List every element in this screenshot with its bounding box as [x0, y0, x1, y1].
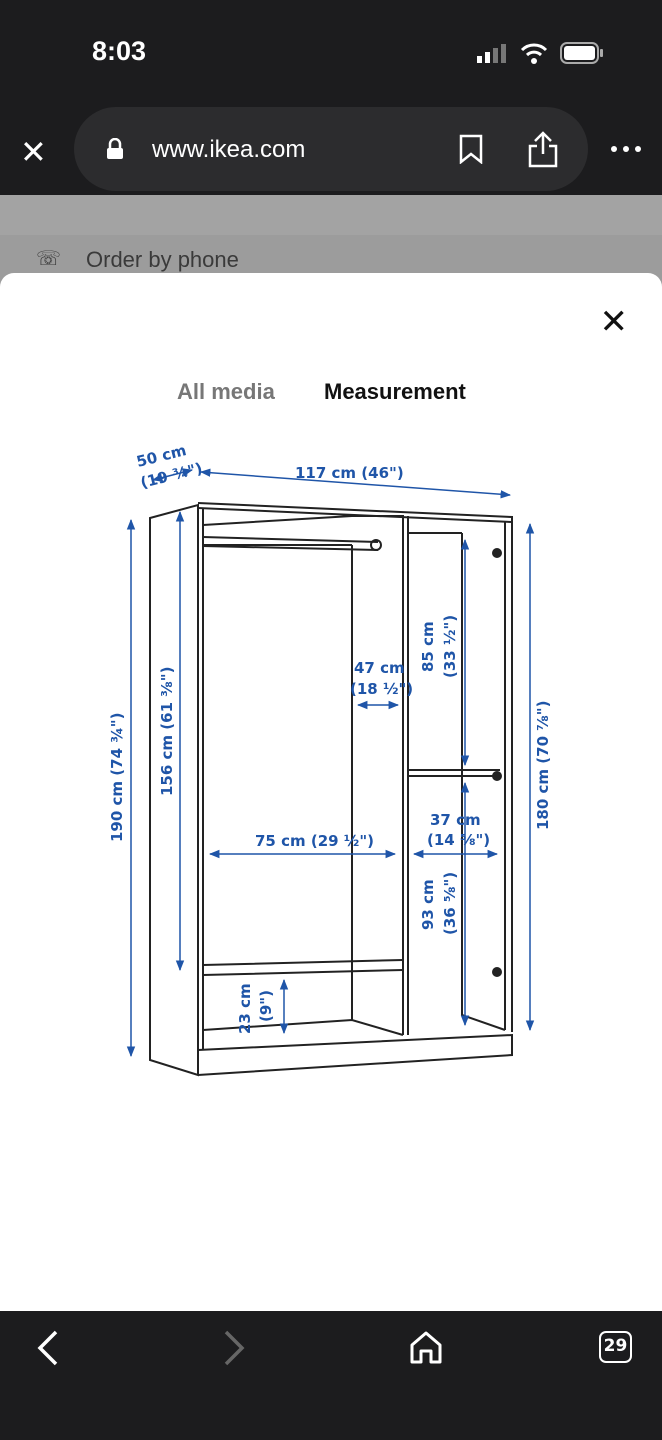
url-text[interactable]: www.ikea.com — [152, 136, 306, 163]
tab-measurement[interactable]: Measurement — [324, 379, 466, 404]
back-icon[interactable] — [34, 1329, 60, 1367]
browser-bottom-bar — [0, 1311, 662, 1440]
wardrobe-measurement-diagram: 50 cm (19 ¾") 117 cm (46") 190 cm (74 ¾"… — [108, 441, 552, 1077]
wardrobe-drawing — [149, 502, 513, 1077]
forward-icon[interactable] — [222, 1329, 248, 1367]
address-bar[interactable] — [74, 107, 588, 191]
bottom-height-in: (9") — [257, 990, 275, 1022]
media-modal — [0, 273, 662, 1311]
order-by-phone-link: Order by phone — [86, 247, 239, 272]
signal-icon — [477, 44, 506, 63]
lower-right-cm: 93 cm — [419, 879, 437, 930]
close-modal-icon[interactable]: ✕ — [599, 302, 629, 342]
upper-right-in: (33 ½") — [441, 615, 459, 678]
dimension-lines — [126, 468, 535, 1058]
left-width-label: 75 cm (29 ½") — [255, 832, 374, 850]
upper-right-cm: 85 cm — [419, 621, 437, 672]
bottom-height-cm: 23 cm — [236, 983, 254, 1034]
tabs-count-button[interactable]: 29 — [599, 1331, 632, 1363]
lock-icon — [107, 138, 123, 159]
status-time: 8:03 — [92, 36, 147, 66]
close-tab-icon[interactable]: ✕ — [20, 133, 47, 171]
more-icon[interactable] — [610, 144, 642, 154]
total-height-label: 190 cm (74 ¾") — [108, 713, 126, 842]
wifi-icon — [520, 43, 548, 64]
home-icon[interactable] — [408, 1329, 444, 1365]
phone-icon: ☏ — [36, 246, 62, 270]
rail-depth-in: (18 ½") — [350, 680, 413, 698]
lower-right-in: (36 ⅝") — [441, 872, 459, 935]
right-width-cm: 37 cm — [430, 811, 481, 829]
inner-height-label: 156 cm (61 ⅜") — [158, 667, 176, 796]
battery-icon — [560, 42, 603, 64]
share-icon[interactable] — [526, 130, 560, 168]
right-width-in: (14 ⅝") — [427, 831, 490, 849]
status-bar: 8:03 — [0, 0, 662, 100]
rail-depth-cm: 47 cm — [354, 659, 405, 677]
frame-height-label: 180 cm (70 ⅞") — [534, 701, 552, 830]
bookmark-icon[interactable] — [458, 134, 484, 164]
tab-all-media[interactable]: All media — [177, 379, 275, 404]
width-label: 117 cm (46") — [295, 464, 404, 482]
